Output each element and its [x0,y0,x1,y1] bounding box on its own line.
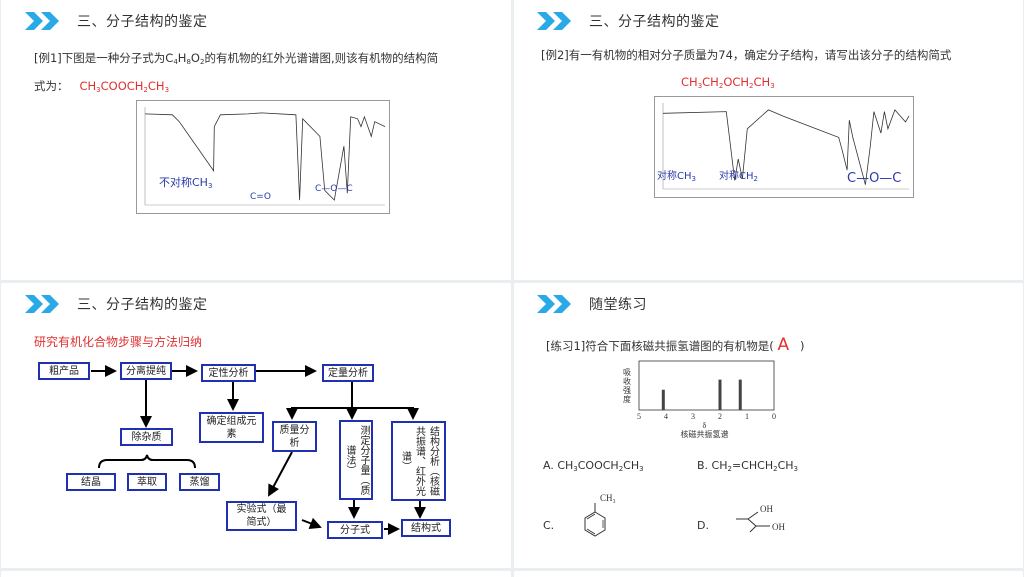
ir-spectrum-1-plot [144,107,386,206]
section-header: 三、分子结构的鉴定 [25,293,208,315]
section-header: 三、分子结构的鉴定 [537,10,720,32]
ir-label-sym-ch2: 对称CH2 [719,171,758,183]
option-a[interactable]: A. CH3COOCH2CH3 [543,459,644,473]
flow-node-remove-impurities: 除杂质 [120,428,173,446]
nmr-peak [718,379,722,410]
double-chevron-icon [537,294,575,314]
ir-label-ether: C—O—C [315,184,353,194]
question-text: [例2]有一有机物的相对分子质量为74，确定分子结构，请写出该分子的结构简式 [541,48,952,62]
flow-node-crude: 粗产品 [38,362,90,380]
chart-caption: 核磁共振氢谱 [681,429,729,439]
flow-node-quantitative: 定量分析 [322,364,374,382]
section-header: 随堂练习 [537,293,647,315]
ir-label-ether: C—O—C [847,171,902,186]
y-label-char: 强 [623,386,631,395]
section-title: 三、分子结构的鉴定 [589,14,720,30]
slide-panel-next-right [514,571,1023,577]
flow-node-crystallize: 结晶 [66,473,116,491]
x-tick-label: 3 [691,412,695,421]
ir-trace [662,109,910,185]
section-title: 三、分子结构的鉴定 [77,14,208,30]
flow-node-distill: 蒸馏 [179,473,220,491]
y-label-char: 度 [623,394,631,404]
slide-panel-practice: 随堂练习 [练习1]符合下面核磁共振氢谱图的有机物是( A ) 5 4 3 2 1 0 吸收… [514,283,1023,568]
answer-formula: CH3CH2OCH2CH3 [681,75,775,90]
flow-node-structure-analysis: 结构分析（核磁共振谱、红外光谱） [391,421,446,501]
arrow [301,517,322,529]
double-chevron-icon [25,294,63,314]
nmr-peak [738,379,742,410]
x-tick-label: 4 [664,412,668,421]
ir-spectrum-1: 不对称CH3 C=O C—O—C [136,100,390,214]
flow-node-extract: 萃取 [127,473,167,491]
flow-node-determine-elements: 确定组成元素 [199,412,264,443]
ir-label-asym-ch3: 不对称CH3 [159,176,213,190]
slide-panel-example-1: 三、分子结构的鉴定 [例1]下图是一种分子式为C4H8O2的有机物的红外光谱谱图… [1,0,511,280]
double-chevron-icon [25,11,63,31]
y-label-char: 吸 [623,368,631,377]
x-tick-label: 5 [637,412,641,421]
section-header: 三、分子结构的鉴定 [25,10,208,32]
slide-panel-example-2: 三、分子结构的鉴定 [例2]有一有机物的相对分子质量为74，确定分子结构，请写出… [514,0,1023,280]
flow-node-measure-mw: 测定分子量（质谱法） [339,420,373,500]
y-label-char: 收 [623,376,631,386]
option-d[interactable]: D. [697,519,709,532]
question-text: [例1]下图是一种分子式为C4H8O2的有机物的红外光谱谱图,则该有机物的结构简… [34,51,439,94]
nmr-peak [661,389,665,410]
ir-label-carbonyl: C=O [250,192,271,202]
ir-spectrum-2: 对称CH3 对称CH2 C—O—C [654,96,914,198]
arrow [268,451,293,497]
double-chevron-icon [537,11,575,31]
toluene-structure: CH₃ [584,493,616,537]
flow-subtitle: 研究有机化合物步骤与方法归纳 [34,335,203,349]
flow-node-qualitative: 定性分析 [201,364,256,382]
flow-arrows [91,365,426,535]
svg-text:OH: OH [760,504,773,514]
ir-spectrum-2-plot [662,103,910,190]
answer-letter: A [777,335,790,355]
flow-node-separate: 分离提纯 [120,362,172,380]
x-tick-label: 0 [772,412,776,421]
butanediol-structure: OH OH [736,504,785,533]
option-c[interactable]: C. [543,519,555,532]
ir-trace [144,112,386,201]
flow-node-structural-formula: 结构式 [401,519,451,537]
brace [98,454,196,469]
x-axis-label: δ [703,421,707,430]
slide-panel-next-left [1,571,511,577]
option-b[interactable]: B. CH2=CHCH2CH3 [697,459,798,473]
svg-text:OH: OH [772,522,785,532]
flow-node-molecular-formula: 分子式 [327,521,383,539]
flow-node-mass-analysis: 质量分析 [272,421,317,452]
slide-panel-method-summary: 三、分子结构的鉴定 研究有机化合物步骤与方法归纳 粗产品 分离提纯 定性分析 定… [1,283,511,568]
question-text: [练习1]符合下面核磁共振氢谱图的有机物是( A ) [546,335,805,355]
ir-label-sym-ch3: 对称CH3 [657,171,696,183]
flow-node-empirical-formula: 实验式（最简式） [226,501,297,531]
plot-frame [638,360,775,411]
section-title: 随堂练习 [589,297,647,313]
x-tick-label: 2 [718,412,722,421]
x-tick-label: 1 [745,412,749,421]
answer-formula: CH3COOCH2CH3 [79,79,170,94]
section-title: 三、分子结构的鉴定 [77,297,208,313]
svg-text:CH₃: CH₃ [600,493,616,503]
